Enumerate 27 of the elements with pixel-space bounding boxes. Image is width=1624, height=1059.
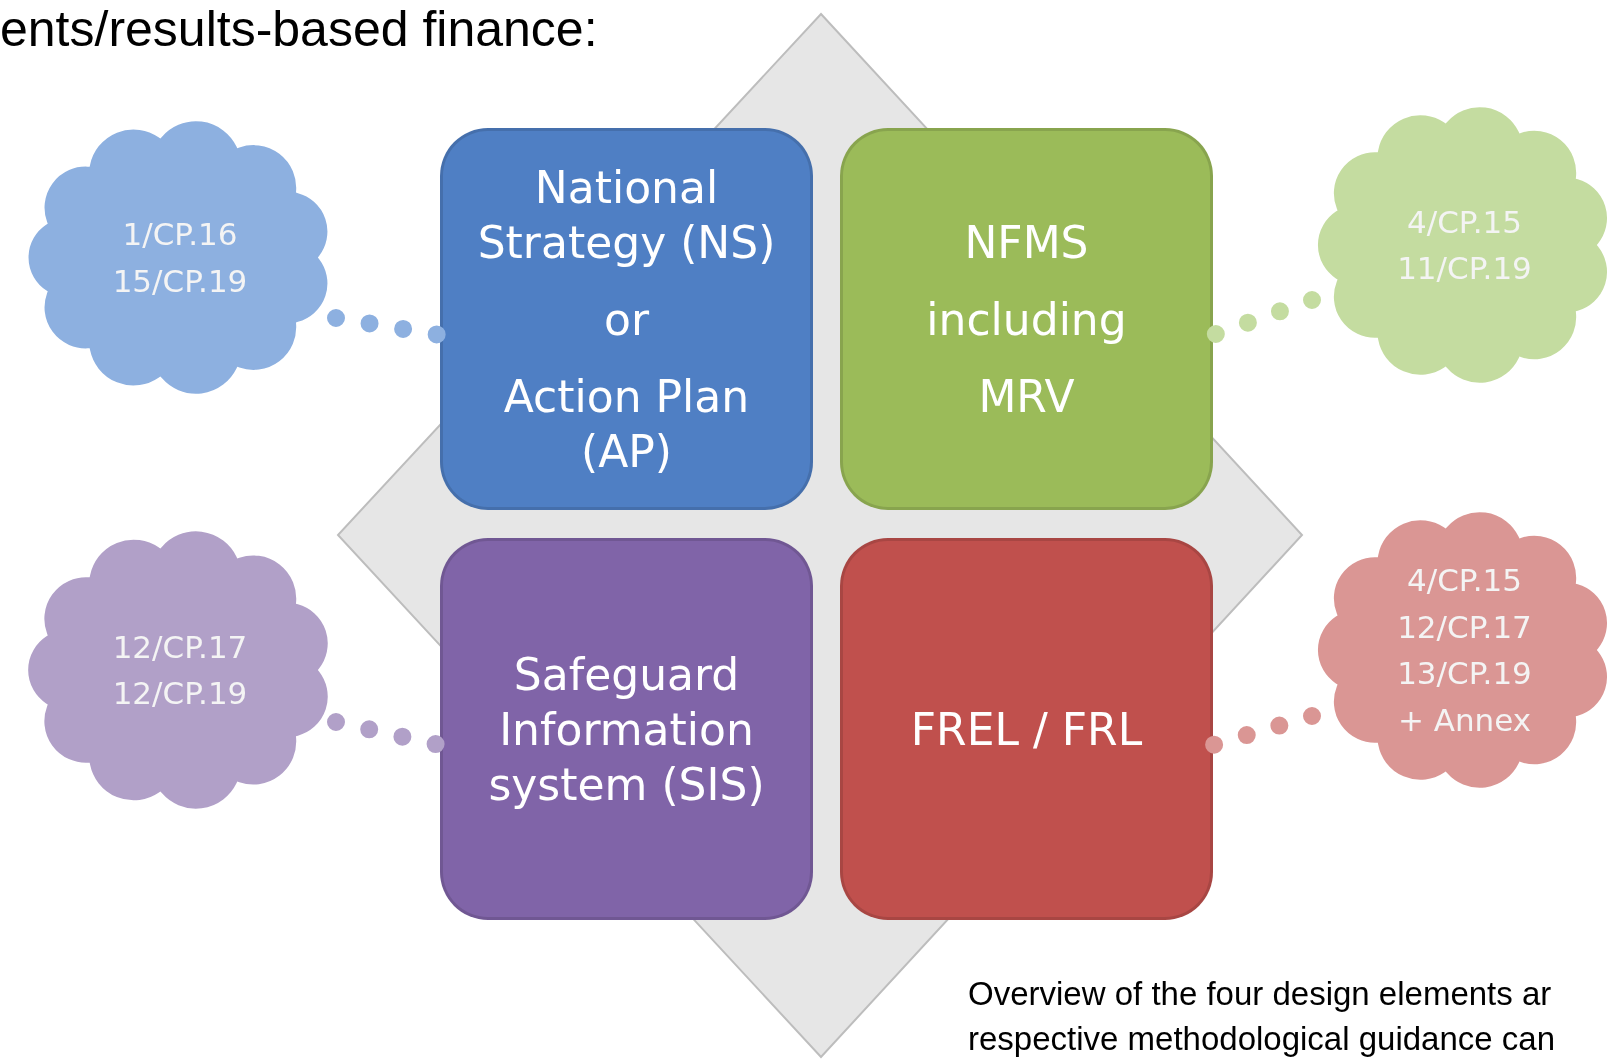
element-label: Safeguard Information system (SIS) (487, 647, 766, 812)
reference-text: 12/CP.17 (1397, 607, 1532, 647)
thought-bubble-trail (327, 309, 449, 344)
reference-text: 12/CP.17 (112, 627, 248, 667)
reference-text: 1/CP.16 (122, 215, 238, 254)
element-box (440, 538, 813, 920)
element-box (440, 128, 813, 510)
element-label: National Strategy (NS) (476, 160, 777, 270)
element-box (840, 128, 1213, 510)
thought-bubble-trail (1204, 291, 1321, 344)
element-label: or (604, 292, 649, 347)
element-label: MRV (978, 369, 1075, 424)
reference-text: 15/CP.19 (112, 261, 248, 301)
reference-text: 11/CP.19 (1397, 249, 1532, 288)
element-label: FREL / FRL (910, 702, 1143, 757)
reference-text: + Annex (1397, 700, 1532, 740)
reference-text: 12/CP.19 (112, 674, 248, 713)
reference-text: 4/CP.15 (1407, 561, 1522, 600)
reference-text: 4/CP.15 (1407, 202, 1522, 242)
element-label: NFMS (964, 215, 1089, 270)
title: ents/results-based finance: (0, 0, 598, 58)
thought-bubble-trail (1204, 707, 1321, 754)
element-box (840, 538, 1213, 920)
caption: Overview of the four design elements ar respective methodological guidance can (968, 974, 1557, 1059)
element-label: Action Plan (AP) (502, 369, 751, 479)
reference-text: 13/CP.19 (1397, 654, 1532, 693)
element-label: including (926, 292, 1127, 347)
